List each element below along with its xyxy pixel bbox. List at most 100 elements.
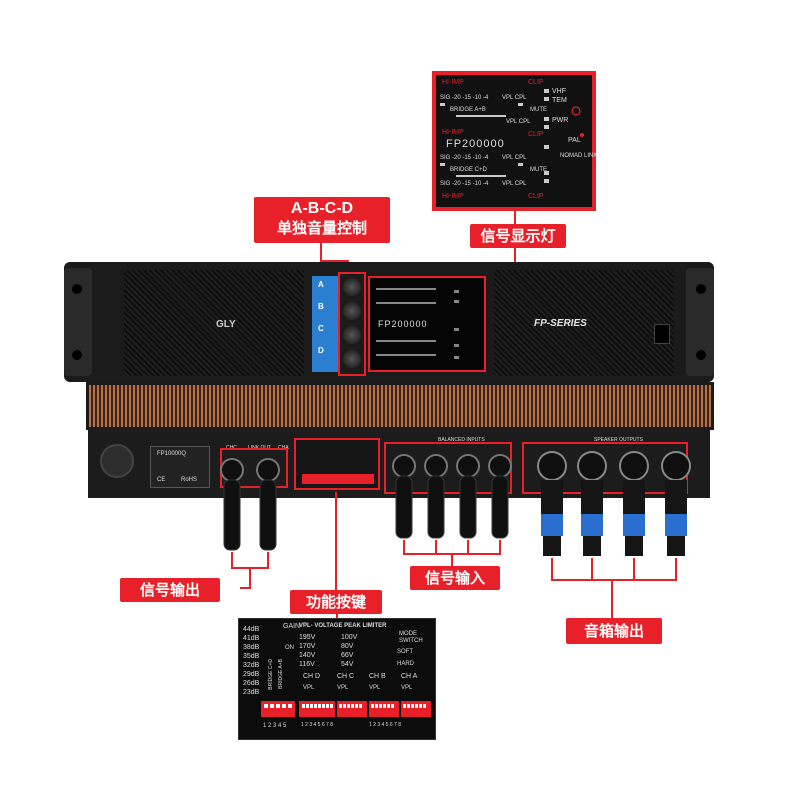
series-logo: FP-SERIES bbox=[534, 318, 587, 329]
nomad-link-label: NOMAD LINK bbox=[560, 153, 598, 159]
signal-lights-callout: 信号显示灯 bbox=[470, 224, 566, 248]
signal-input-callout: 信号输入 bbox=[410, 566, 500, 590]
volume-knob-d[interactable] bbox=[343, 350, 361, 368]
dip-switch-block[interactable] bbox=[294, 438, 380, 490]
model-tag: FP10000Q bbox=[157, 451, 187, 457]
ce-mark: CE bbox=[157, 477, 166, 483]
mute-led: MUTE bbox=[530, 107, 547, 113]
gain-on-label: ON bbox=[285, 645, 294, 651]
right-grille bbox=[494, 270, 674, 376]
gain-numbers: 1 2 3 4 5 bbox=[263, 723, 287, 729]
vpl-54: 54V bbox=[341, 661, 354, 668]
channel-b-label: B bbox=[318, 302, 324, 311]
vpl-66: 66V bbox=[341, 652, 354, 659]
gain-32: 32dB bbox=[243, 662, 260, 669]
vpl-195: 195V bbox=[299, 634, 316, 641]
brand-logo: GLY bbox=[216, 319, 236, 330]
volume-knob-a[interactable] bbox=[343, 278, 361, 296]
bridge-ab-led: BRIDGE A+B bbox=[450, 107, 486, 113]
gain-title: GAIN bbox=[283, 623, 301, 630]
gain-35: 35dB bbox=[243, 653, 260, 660]
vpl-170: 170V bbox=[299, 643, 316, 650]
vpl-100: 100V bbox=[341, 634, 358, 641]
vpl-cpl-1: VPL CPL bbox=[502, 95, 527, 101]
mode-switch-label: MODE SWITCH bbox=[399, 631, 423, 644]
sig-row-3: SIG -20 -15 -10 -4 bbox=[440, 181, 489, 187]
ch-d-numbers: 1 2 3 4 5 6 7 8 bbox=[301, 722, 333, 728]
front-led-display: FP200000 bbox=[368, 276, 486, 372]
vpl-cpl-3: VPL CPL bbox=[502, 155, 527, 161]
left-grille bbox=[124, 270, 304, 376]
vpl-title: VPL- VOLTAGE PEAK LIMITER bbox=[299, 623, 387, 629]
dip-bank-gain[interactable] bbox=[261, 701, 295, 717]
pal-label: PAL bbox=[568, 137, 581, 144]
speaker-outputs-label: SPEAKER OUTPUTS bbox=[594, 437, 643, 443]
gain-44: 44dB bbox=[243, 626, 260, 633]
clip-label-2: CLIP bbox=[528, 131, 544, 138]
gain-41: 41dB bbox=[243, 635, 260, 642]
model-display: FP200000 bbox=[446, 138, 505, 150]
speakon-output-plugs bbox=[537, 451, 691, 556]
clip-label: CLIP bbox=[528, 79, 544, 86]
clip-label-3: CLIP bbox=[528, 193, 544, 200]
soft-label: SOFT bbox=[397, 649, 413, 655]
model-plate: FP10000Q CE RoHS bbox=[150, 446, 210, 488]
channel-c-label: C bbox=[318, 324, 324, 333]
vpl-c: VPL bbox=[337, 685, 349, 691]
volume-control-line1: A-B-C-D bbox=[290, 200, 354, 217]
gain-values: 44dB 41dB 38dB 35dB 32dB 29dB 26dB 23dB bbox=[243, 625, 259, 697]
power-inlet[interactable] bbox=[100, 444, 134, 478]
channel-a-label: A bbox=[318, 280, 324, 289]
balanced-inputs-label: BALANCED INPUTS bbox=[438, 437, 485, 443]
dip-switch-toggles bbox=[264, 704, 426, 708]
speaker-output-callout: 音箱输出 bbox=[566, 618, 662, 644]
bridge-cd-led: BRIDGE C+D bbox=[450, 167, 487, 173]
xlr-input-plugs bbox=[392, 454, 512, 539]
vpl-d: VPL bbox=[303, 685, 315, 691]
xlr-output-plugs bbox=[220, 458, 280, 551]
vpl-cpl-2: VPL CPL bbox=[506, 119, 531, 125]
channel-d-label: D bbox=[318, 346, 324, 355]
ch-b-numbers: 1 2 3 4 5 6 7 8 bbox=[369, 722, 401, 728]
channel-label-strip bbox=[312, 276, 338, 372]
vpl-b: VPL bbox=[369, 685, 381, 691]
pwr-label: PWR bbox=[552, 117, 569, 124]
ch-b-label: CH B bbox=[369, 673, 386, 680]
ch-c-label: CH C bbox=[337, 673, 355, 680]
vpl-80: 80V bbox=[341, 643, 354, 650]
signal-display-inset: HI-IMP CLIP VHF SIG -20 -15 -10 -4 VPL C… bbox=[432, 71, 598, 211]
amplifier-rear-heatsink bbox=[86, 382, 714, 430]
dip-switch-detail: 44dB 41dB 38dB 35dB 32dB 29dB 26dB 23dB … bbox=[238, 618, 436, 740]
volume-knob-c[interactable] bbox=[343, 326, 361, 344]
volume-control-callout: A-B-C-D 单独音量控制 bbox=[254, 197, 390, 243]
led-indicators bbox=[440, 89, 584, 183]
sig-row-1: SIG -20 -15 -10 -4 bbox=[440, 95, 489, 101]
vpl-cpl-4: VPL CPL bbox=[502, 181, 527, 187]
hard-label: HARD bbox=[397, 661, 415, 667]
front-led-grid bbox=[376, 288, 459, 359]
vpl-116: 116V bbox=[299, 661, 315, 668]
sig-row-2: SIG -20 -15 -10 -4 bbox=[440, 155, 489, 161]
ch-a-label: CH A bbox=[401, 673, 418, 680]
vpl-a: VPL bbox=[401, 685, 413, 691]
mute-led-2: MUTE bbox=[530, 167, 547, 173]
rohs-mark: RoHS bbox=[181, 477, 198, 483]
gain-29: 29dB bbox=[243, 671, 260, 678]
front-model-display: FP200000 bbox=[378, 319, 428, 329]
vpl-140: 140V bbox=[299, 652, 316, 659]
hi-imp-label-3: HI-IMP bbox=[442, 193, 464, 200]
power-switch[interactable] bbox=[654, 324, 670, 344]
function-keys-callout: 功能按键 bbox=[290, 590, 382, 614]
gain-23: 23dB bbox=[243, 689, 260, 696]
ch-d-label: CH D bbox=[303, 673, 321, 680]
volume-control-line2: 单独音量控制 bbox=[276, 219, 367, 237]
vhf-label: VHF bbox=[552, 88, 566, 95]
volume-knob-b[interactable] bbox=[343, 302, 361, 320]
hi-imp-label-2: HI-IMP bbox=[442, 129, 464, 136]
gain-38: 38dB bbox=[243, 644, 260, 651]
tem-label: TEM bbox=[552, 97, 567, 104]
signal-output-callout: 信号输出 bbox=[120, 578, 220, 602]
gain-26: 26dB bbox=[243, 680, 260, 687]
amplifier-front-panel: GLY FP-SERIES A B C D FP200000 bbox=[64, 262, 714, 382]
